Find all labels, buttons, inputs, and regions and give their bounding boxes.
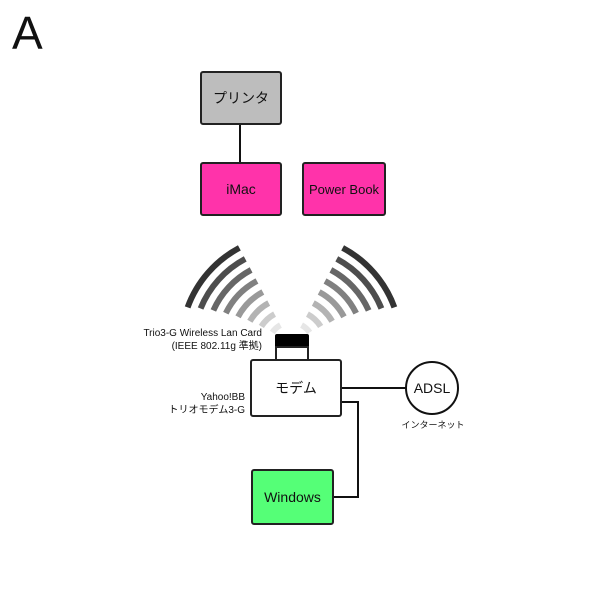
right-signal-arc [317, 289, 347, 319]
right-signal-arc [329, 267, 372, 312]
powerbook-node: Power Book [302, 162, 386, 216]
printer-label: プリンタ [213, 90, 269, 106]
left-signal-arc [210, 267, 253, 312]
left-signal-arc [184, 245, 241, 309]
powerbook-label: Power Book [308, 181, 380, 197]
left-signal-arc [235, 289, 265, 319]
left-signal-arc [247, 300, 271, 323]
right-signal-arc [335, 256, 385, 310]
modem-label: モデム [275, 380, 317, 396]
right-signal-arc [305, 311, 324, 329]
adsl-label: ADSL [413, 380, 451, 396]
imac-label: iMac [226, 181, 256, 197]
modem-model: トリオモデム3-G [168, 405, 245, 416]
left-signal-arc [197, 256, 247, 310]
figure-label: A [12, 7, 43, 59]
left-signal-arc [269, 322, 282, 335]
wireless-card-name: Trio3-G Wireless Lan Card [143, 328, 262, 339]
right-signal-arc [311, 300, 335, 323]
right-signal-arc [341, 245, 398, 309]
modem-windows-line [333, 401, 359, 498]
windows-label: Windows [264, 489, 321, 505]
adsl-circle [405, 361, 459, 415]
adsl-sublabel: インターネット [401, 420, 465, 430]
right-signal-arc [300, 322, 313, 335]
left-signal-arc [258, 311, 277, 329]
modem-node: モデム [250, 359, 342, 417]
wireless-card-icon [275, 334, 309, 362]
right-signal-arc [323, 278, 359, 315]
imac-node: iMac [200, 162, 282, 216]
left-signal-arc [223, 278, 259, 315]
printer-node: プリンタ [200, 71, 282, 125]
modem-provider: Yahoo!BB [200, 392, 245, 403]
wireless-signal-icon [184, 245, 398, 335]
windows-node: Windows [251, 469, 334, 525]
wireless-card-standard: (IEEE 802.11g 準拠) [171, 341, 262, 352]
